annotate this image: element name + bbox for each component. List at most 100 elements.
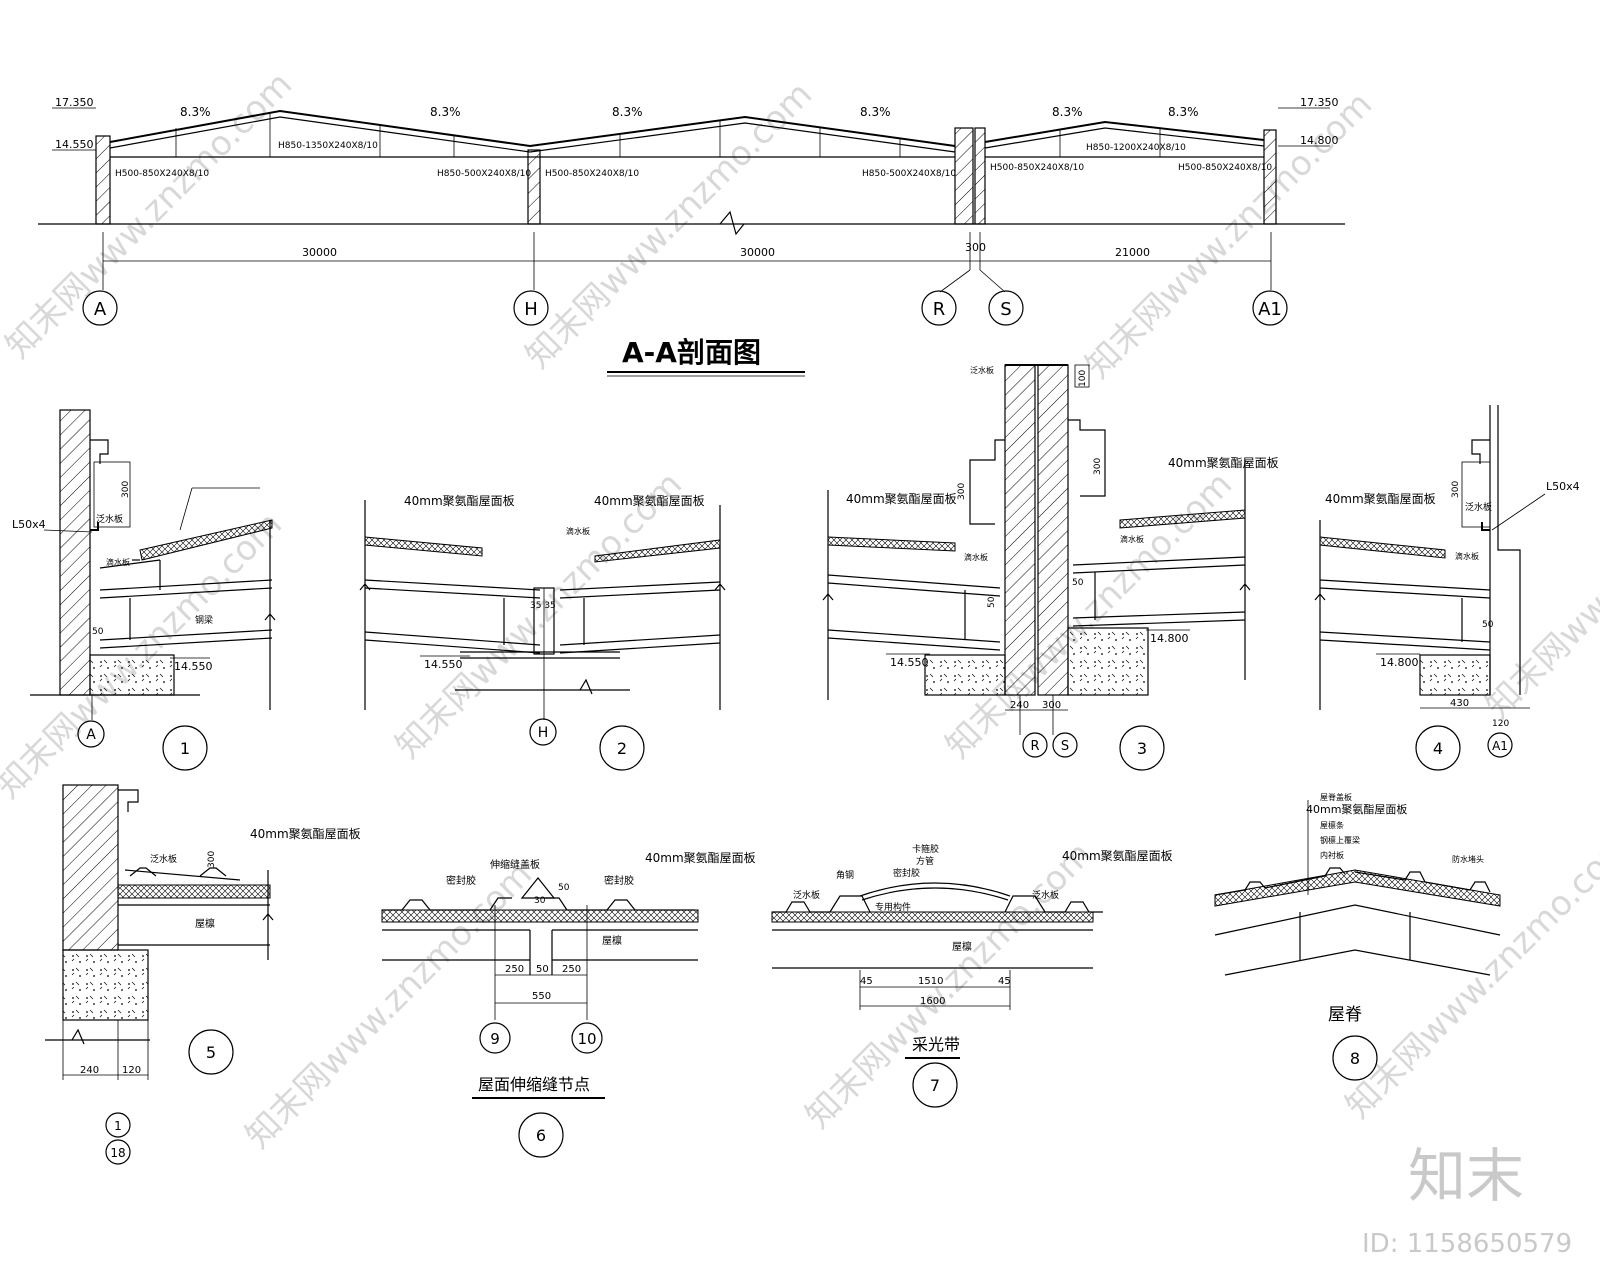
detail-7: 卡箍胶 方管 密封胶 角钢 泛水板 泛水板 专用构件 40mm聚氨酯屋面板 屋檩…	[771, 843, 1173, 1108]
callout: 屋檩	[602, 934, 622, 947]
watermark-text: 知末网www.znzmo.com	[938, 464, 1240, 766]
callout: 密封胶	[446, 874, 476, 887]
elev-label: 17.350	[55, 96, 94, 109]
detail-title: 屋脊	[1328, 1005, 1362, 1025]
span-dim: 300	[965, 241, 986, 254]
span-dim: 21000	[1115, 246, 1150, 259]
axis-label: H	[524, 299, 538, 320]
detail-2: 35 35 14.550 40mm聚氨酯屋面板 40mm聚氨酯屋面板 滴水板 H…	[359, 494, 726, 771]
span-dim: 30000	[740, 246, 775, 259]
watermark-text: 知末网www.znzmo.com	[0, 64, 300, 366]
callout: 防水堵头	[1452, 854, 1484, 864]
dim: 120	[122, 1065, 141, 1076]
image-id: ID: 1158650579	[1362, 1229, 1572, 1259]
callout: 卡箍胶	[912, 843, 939, 855]
axis-label: A1	[1492, 739, 1508, 753]
wall-a1	[1263, 129, 1277, 225]
callout: 泛水板	[1032, 889, 1059, 901]
callout: 屋檩	[195, 917, 215, 930]
slope-label: 8.3%	[430, 105, 461, 119]
callout: 滴水板	[1455, 551, 1479, 561]
dim: 50	[558, 883, 570, 893]
callout: 伸缩缝盖板	[490, 858, 540, 871]
axis-label: R	[1030, 739, 1039, 754]
watermark-text: 知末网www.znzmo.com	[1478, 424, 1600, 726]
dim: 300	[207, 851, 217, 868]
callout: 内衬板	[1320, 850, 1344, 860]
callout: 钢檩上覆梁	[1320, 835, 1360, 845]
callout: 40mm聚氨酯屋面板	[404, 494, 515, 508]
callout: 屋檩条	[1320, 820, 1344, 830]
callout: 40mm聚氨酯屋面板	[594, 494, 705, 508]
wall-h	[527, 149, 541, 225]
detail-number: 2	[617, 739, 627, 758]
axis-label: 9	[490, 1030, 500, 1048]
axis-label: A	[86, 727, 96, 743]
detail-number: 8	[1350, 1049, 1360, 1068]
dim: 45	[860, 976, 873, 987]
callout: 滴水板	[106, 557, 130, 567]
axis-label: A	[94, 299, 107, 320]
callout: 滴水板	[1120, 534, 1144, 544]
watermark-text: 知末网www.znzmo.com	[1338, 824, 1600, 1126]
beam-label: H500-850X240X8/10	[990, 163, 1084, 173]
dim: 250	[505, 964, 524, 975]
dim: 50	[92, 627, 104, 637]
beam-label: H500-850X240X8/10	[1178, 163, 1272, 173]
dim: 50	[536, 964, 549, 975]
dim: 240	[1010, 700, 1029, 711]
beam-label: H500-850X240X8/10	[115, 169, 209, 179]
callout: L50x4	[12, 518, 46, 531]
detail-6: 密封胶 伸缩缝盖板 密封胶 40mm聚氨酯屋面板 30 50 屋檩 250 50…	[381, 851, 756, 1158]
dim: 30	[534, 896, 546, 906]
elev-label: 17.350	[1300, 96, 1339, 109]
callout: 泛水板	[1465, 501, 1492, 513]
axis-label: R	[933, 299, 946, 320]
dim: 50	[1482, 620, 1494, 630]
beam-label: H500-850X240X8/10	[545, 169, 639, 179]
detail-4: L50x4 泛水板 滴水板 40mm聚氨酯屋面板 300 50 14.800 4…	[1314, 405, 1580, 771]
callout: 泛水板	[150, 853, 177, 865]
watermark-text: 知末网www.znzmo.com	[518, 74, 820, 376]
elev-label: 14.550	[174, 660, 213, 673]
callout: 方管	[916, 855, 934, 867]
watermark-text: 知末网www.znzmo.com	[388, 464, 690, 766]
dim: 300	[1093, 458, 1103, 475]
dim: 300	[1451, 481, 1461, 498]
detail-number: 5	[206, 1043, 216, 1062]
callout: 泛水板	[96, 513, 123, 525]
callout: 专用构件	[875, 901, 911, 913]
wall-r	[954, 127, 974, 225]
dim: 300	[957, 483, 967, 500]
dim: 35 35	[530, 601, 556, 611]
slope-label: 8.3%	[860, 105, 891, 119]
detail-title: 采光带	[912, 1035, 960, 1054]
beam-label: H850-1200X240X8/10	[1086, 143, 1186, 153]
axis-label: A1	[1258, 299, 1282, 320]
dim: 120	[1492, 719, 1509, 729]
wall-s	[974, 127, 986, 225]
callout: 屋檩	[952, 940, 972, 953]
dim: 240	[80, 1065, 99, 1076]
beam-label: H850-500X240X8/10	[862, 169, 956, 179]
dim: 1510	[918, 976, 943, 987]
axis-label: S	[1000, 299, 1011, 320]
elev-label: 14.800	[1380, 656, 1419, 669]
callout: 角钢	[836, 869, 854, 881]
dim: 300	[121, 481, 131, 498]
callout: 40mm聚氨酯屋面板	[1062, 849, 1173, 863]
dim: 430	[1450, 698, 1469, 709]
elev-label: 14.550	[55, 138, 94, 151]
callout: 滴水板	[566, 526, 590, 536]
elev-label: 14.800	[1300, 134, 1339, 147]
brand-logo: 知末	[1408, 1142, 1524, 1210]
callout: 密封胶	[604, 874, 634, 887]
detail-3: 泛水板 100 300 300 50 50 40mm聚氨酯屋面板 40mm聚氨酯…	[822, 364, 1279, 771]
callout: 40mm聚氨酯屋面板	[846, 492, 957, 506]
axis-label: H	[538, 725, 549, 741]
detail-number: 7	[930, 1076, 940, 1095]
axis-label: 1	[114, 1119, 122, 1133]
callout: 40mm聚氨酯屋面板	[645, 851, 756, 865]
callout: 泛水板	[793, 889, 820, 901]
wall-a	[95, 135, 111, 225]
